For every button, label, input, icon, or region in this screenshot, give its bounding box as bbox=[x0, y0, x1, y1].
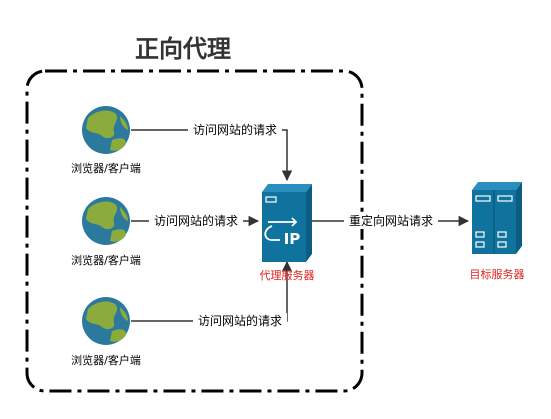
edge-label-1: 访问网站的请求 bbox=[193, 122, 277, 137]
proxy-label: 代理服务器 bbox=[260, 269, 315, 282]
edge-label-bg-forward bbox=[344, 213, 438, 229]
globe-icon bbox=[82, 197, 130, 245]
edge-label-bg-1 bbox=[188, 122, 282, 138]
edge-label-2: 访问网站的请求 bbox=[154, 213, 238, 228]
globe-icon bbox=[82, 297, 130, 345]
edge-label-bg-3 bbox=[193, 313, 287, 329]
client-label-2: 浏览器/客户端 bbox=[71, 253, 141, 267]
client-label-1: 浏览器/客户端 bbox=[71, 161, 141, 175]
proxy-zone-boundary bbox=[25, 69, 364, 393]
proxy-badge: IP bbox=[284, 230, 301, 248]
client-label-3: 浏览器/客户端 bbox=[71, 353, 141, 367]
edge-label-forward: 重定向网站请求 bbox=[349, 213, 433, 228]
edge-label-3: 访问网站的请求 bbox=[198, 313, 282, 328]
globe-icon bbox=[82, 106, 130, 154]
edge-client1-to-proxy bbox=[131, 129, 293, 182]
proxy-server-icon: IP bbox=[262, 184, 312, 262]
server-rack-icon bbox=[472, 182, 522, 254]
diagram-title: 正向代理 bbox=[135, 35, 231, 63]
edge-label-bg-2 bbox=[149, 213, 243, 229]
target-label: 目标服务器 bbox=[470, 267, 525, 281]
